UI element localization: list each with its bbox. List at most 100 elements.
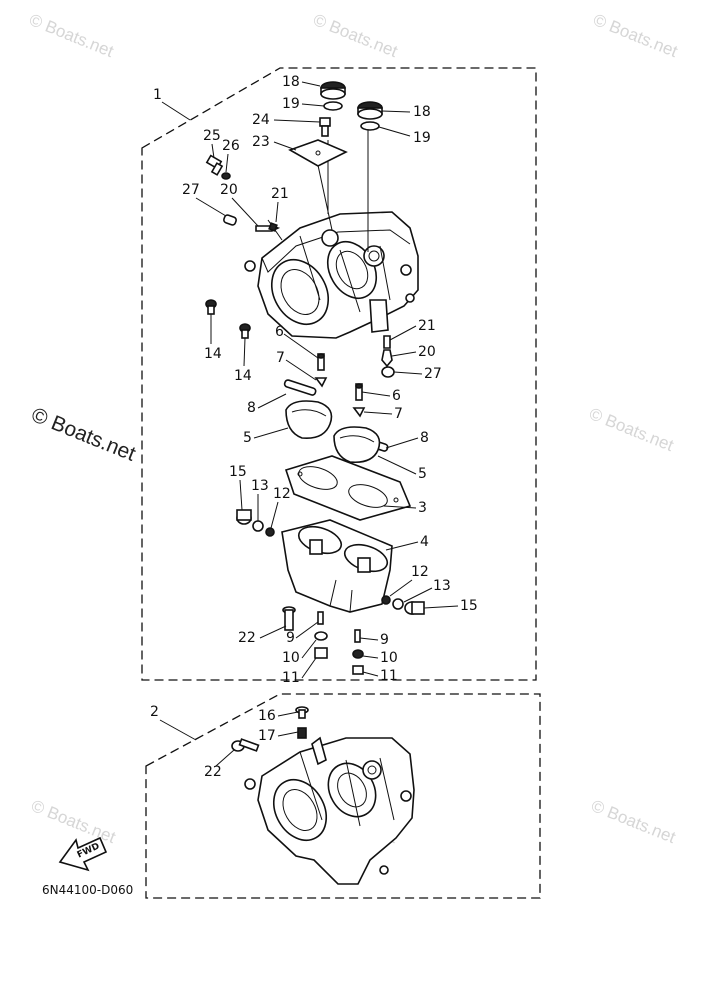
callout-22: 22: [204, 764, 222, 780]
callout-15: 15: [460, 598, 478, 614]
watermark-dark: © Boats.net: [28, 403, 139, 466]
cap-18-left: [320, 81, 346, 100]
watermark: © Boats.net: [589, 796, 679, 847]
callout-18: 18: [282, 74, 300, 90]
screw-14-a: [205, 299, 217, 315]
callout-16: 16: [258, 708, 276, 724]
callout-21: 21: [271, 186, 289, 202]
plug-11-left: [314, 647, 328, 659]
float-bowl-4: [281, 519, 393, 613]
callout-12: 12: [273, 486, 291, 502]
carburetor-body-upper: [244, 211, 419, 339]
plug-15-right: [404, 601, 425, 615]
callout-13: 13: [433, 578, 451, 594]
washer-19-left: [323, 101, 343, 111]
callout-6: 6: [392, 388, 401, 404]
fwd-arrow-icon: FWD: [58, 836, 108, 872]
callout-5: 5: [243, 430, 252, 446]
callout-9: 9: [286, 630, 295, 646]
assembly-1-outline: [141, 67, 537, 681]
callout-7: 7: [276, 350, 285, 366]
screw-22-lower: [231, 738, 260, 752]
callout-9: 9: [380, 632, 389, 648]
callout-11: 11: [282, 670, 300, 686]
watermark: © Boats.net: [591, 10, 681, 61]
watermark: © Boats.net: [311, 10, 401, 61]
leader-line: [159, 719, 197, 741]
watermark: © Boats.net: [587, 404, 677, 455]
screw-25: [205, 154, 224, 176]
needle-20-right: [381, 349, 393, 368]
callout-10: 10: [282, 650, 300, 666]
assembly-label-1: 1: [153, 87, 162, 103]
callout-5: 5: [418, 466, 427, 482]
callout-24: 24: [252, 112, 270, 128]
callout-13: 13: [251, 478, 269, 494]
plug-11-right: [352, 665, 364, 675]
callout-26: 26: [222, 138, 240, 154]
clip-7-left: [314, 377, 328, 388]
callout-11: 11: [380, 668, 398, 684]
callout-25: 25: [203, 128, 221, 144]
washer-13-left: [252, 520, 264, 532]
washer-10-left: [314, 631, 328, 641]
callout-6: 6: [275, 324, 284, 340]
needle-valve-6-right: [355, 383, 363, 401]
pin-8-left: [283, 379, 317, 396]
reference-code: 6N44100-D060: [42, 883, 133, 897]
callout-17: 17: [258, 728, 276, 744]
callout-23: 23: [252, 134, 270, 150]
callout-15: 15: [229, 464, 247, 480]
callout-27: 27: [424, 366, 442, 382]
leader-line: [161, 101, 191, 121]
callout-14: 14: [234, 368, 252, 384]
plug-15-left: [236, 509, 252, 525]
spring-21-left: [268, 222, 278, 232]
washer-26: [221, 172, 231, 180]
jet-12-right: [381, 595, 391, 605]
float-5-right: [333, 426, 381, 464]
float-5-left: [285, 400, 333, 440]
washer-10-right: [352, 649, 364, 659]
screw-24: [319, 117, 331, 137]
callout-20: 20: [418, 344, 436, 360]
callout-12: 12: [411, 564, 429, 580]
watermark: © Boats.net: [29, 796, 119, 847]
washer-19-right: [360, 121, 380, 131]
screw-14-b: [239, 323, 251, 339]
callout-27: 27: [182, 182, 200, 198]
shaft-line: [315, 155, 333, 231]
callout-3: 3: [418, 500, 427, 516]
plug-27-left: [223, 214, 237, 226]
jet-9-left: [317, 611, 324, 625]
callout-21: 21: [418, 318, 436, 334]
callout-19: 19: [413, 130, 431, 146]
callout-22: 22: [238, 630, 256, 646]
callout-18: 18: [413, 104, 431, 120]
spring-21-right: [383, 335, 391, 349]
gasket-3: [284, 455, 412, 521]
callout-10: 10: [380, 650, 398, 666]
jet-12-left: [265, 527, 275, 537]
clip-7-right: [352, 407, 366, 418]
callout-8: 8: [420, 430, 429, 446]
screw-22-upper: [282, 606, 296, 631]
spring-17: [297, 727, 307, 739]
assembly-label-2: 2: [150, 704, 159, 720]
screw-16: [295, 706, 309, 719]
needle-valve-6-left: [317, 353, 325, 371]
assembly-2-outline: [145, 693, 541, 899]
callout-layer: 18 19 18 19 24 23 25 26 27 20 21 14 14: [182, 74, 478, 780]
watermark: © Boats.net: [27, 10, 117, 61]
callout-14: 14: [204, 346, 222, 362]
callout-7: 7: [394, 406, 403, 422]
plate-23: [288, 139, 348, 167]
plug-27-right: [381, 366, 395, 378]
callout-4: 4: [420, 534, 429, 550]
callout-20: 20: [220, 182, 238, 198]
callout-8: 8: [247, 400, 256, 416]
washer-13-right: [392, 598, 404, 610]
jet-9-right: [354, 629, 361, 643]
cap-18-right: [357, 101, 383, 120]
